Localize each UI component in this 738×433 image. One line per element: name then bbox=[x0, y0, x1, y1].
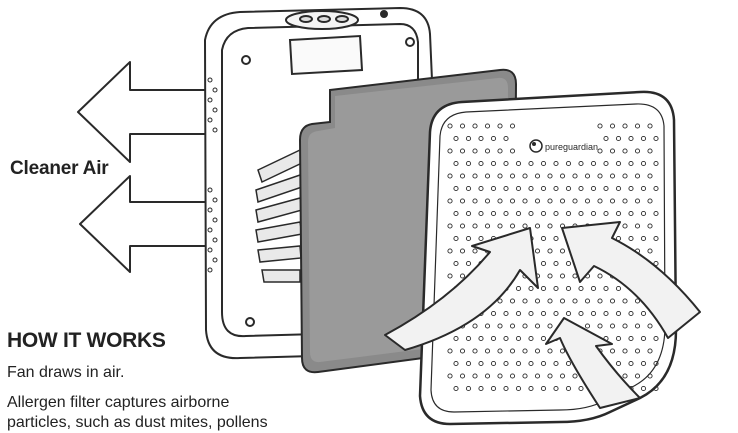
brand-logo-icon bbox=[530, 140, 542, 152]
brand-wordmark: pureguardian bbox=[545, 142, 598, 152]
step-2-line-1: Allergen filter captures airborne bbox=[7, 393, 327, 413]
outflow-arrow-bottom bbox=[80, 176, 218, 272]
section-title: HOW IT WORKS bbox=[7, 329, 166, 353]
step-1-text: Fan draws in air. bbox=[7, 364, 124, 382]
step-2-line-2: particles, such as dust mites, pollens bbox=[7, 413, 327, 433]
step-2-text: Allergen filter captures airborne partic… bbox=[7, 393, 327, 433]
outflow-arrow-top bbox=[78, 62, 218, 162]
cleaner-air-label: Cleaner Air bbox=[10, 158, 108, 180]
